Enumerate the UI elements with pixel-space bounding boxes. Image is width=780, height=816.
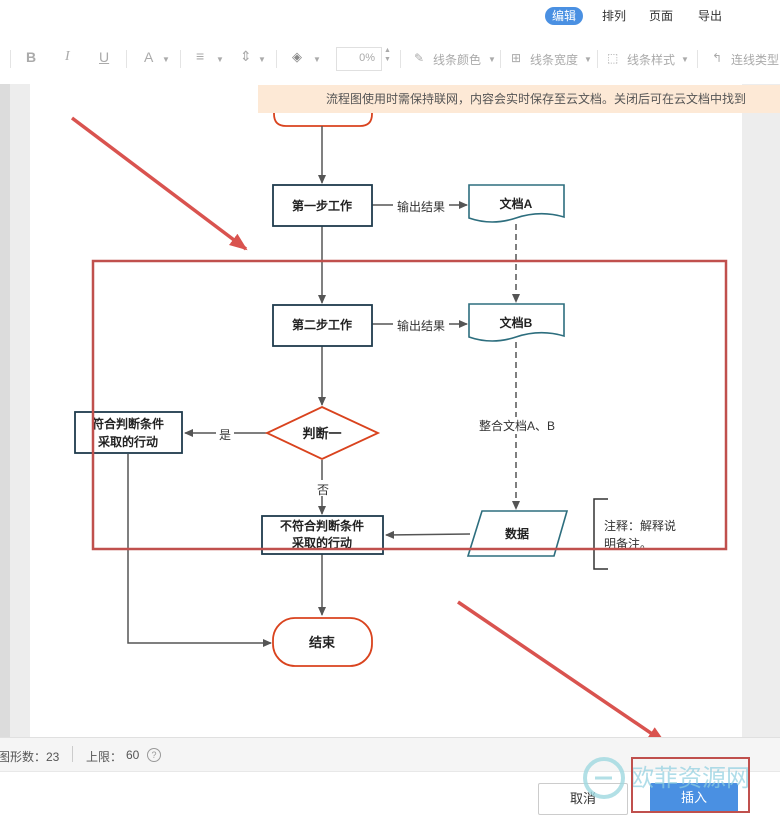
toolbar-divider	[276, 50, 277, 68]
shape-count-text: 图形数：23	[0, 750, 60, 764]
label-bg	[216, 425, 234, 441]
toolbar-divider	[597, 50, 598, 68]
dialog-button-row: 取消 插入	[0, 771, 780, 816]
annotation-arrow	[457, 600, 666, 737]
data-label: 数据	[505, 526, 529, 541]
cloud-save-notice: 流程图使用时需保持联网，内容会实时保存至云文档。关闭后可在云文档中找到	[258, 85, 780, 113]
limit-value: 60	[126, 748, 140, 762]
line-style-button[interactable]: 线条样式	[627, 53, 676, 67]
line-color-button[interactable]: 线条颜色	[433, 53, 482, 67]
process-step-1[interactable]	[272, 184, 373, 227]
not-meets-condition-label-line2: 采取的行动	[291, 535, 352, 550]
chevron-down-icon[interactable]: ▼	[216, 55, 224, 64]
document-b-shape[interactable]	[468, 303, 565, 342]
font-color-button[interactable]: A	[144, 49, 154, 65]
watermark-text: 欧菲资源网	[630, 765, 750, 792]
start-terminal-shape[interactable]	[273, 112, 373, 127]
label-bg	[393, 316, 449, 333]
connector-line[interactable]	[127, 454, 272, 647]
cancel-button[interactable]: 取消	[538, 783, 628, 815]
step-2-label: 第二步工作	[292, 317, 352, 332]
toolbar-divider	[500, 50, 501, 68]
fill-bucket-icon[interactable]: ◈	[292, 49, 302, 64]
step-1-label: 第一步工作	[292, 198, 352, 213]
data-shape[interactable]	[466, 510, 569, 557]
document-a-shape[interactable]	[468, 184, 565, 223]
chevron-down-icon[interactable]: ▼	[258, 55, 266, 64]
annotation-arrow	[70, 116, 248, 251]
label-bg	[314, 480, 332, 496]
chevron-down-icon[interactable]: ▼	[681, 55, 689, 64]
not-meets-condition-label-line1: 不符合判断条件	[280, 518, 364, 533]
toolbar-divider	[697, 50, 698, 68]
merge-docs-label: 整合文档A、B	[479, 418, 555, 433]
not-meets-condition-action[interactable]	[261, 515, 384, 555]
menu-export[interactable]: 导出	[698, 9, 723, 23]
meets-condition-label-line2: 采取的行动	[97, 434, 158, 449]
toolbar-divider	[400, 50, 401, 68]
menu-edit[interactable]: 编辑	[545, 7, 584, 25]
top-menu-bar: 编辑 排列 页面 导出	[0, 0, 780, 34]
decision-diamond[interactable]	[264, 406, 381, 460]
underline-button[interactable]: U	[99, 49, 110, 65]
flowchart-diagram: 输出结果 输出结果 整合文档A、B 是 否 第一步工作 文档A 第二步工作 文档…	[70, 112, 728, 737]
toolbar-divider	[126, 50, 127, 68]
chevron-down-icon[interactable]: ▼	[313, 55, 321, 64]
yes-label: 是	[219, 428, 231, 442]
watermark-logo-icon	[583, 757, 625, 799]
connector-line[interactable]	[385, 530, 471, 539]
chevron-down-icon[interactable]: ▼	[162, 55, 170, 64]
insert-highlight-rectangle	[631, 757, 750, 813]
canvas-left-scroll-edge	[0, 84, 10, 737]
document-b-label: 文档B	[500, 315, 533, 330]
stepper-arrows-icon[interactable]: ▲▼	[384, 47, 391, 63]
toolbar-divider	[180, 50, 181, 68]
status-divider	[72, 746, 73, 762]
canvas-page[interactable]	[30, 84, 742, 737]
output-result-label: 输出结果	[397, 199, 445, 214]
label-bg	[474, 417, 560, 434]
no-label: 否	[317, 483, 329, 497]
highlight-rectangle	[91, 259, 728, 551]
bold-button[interactable]: B	[26, 49, 37, 65]
connector-icon: ↰	[712, 51, 723, 65]
pen-icon: ✎	[414, 51, 425, 65]
italic-button[interactable]: I	[65, 49, 70, 64]
insert-button[interactable]: 插入	[650, 783, 738, 813]
watermark-logo: 欧菲资源网	[583, 757, 750, 799]
decision-label: 判断一	[302, 426, 341, 441]
annotation-line1: 注释：解释说	[604, 518, 676, 533]
opacity-input[interactable]: 0%	[336, 47, 382, 71]
process-step-2[interactable]	[272, 304, 373, 347]
grid-icon: ⊞	[511, 51, 522, 65]
end-label: 结束	[309, 635, 336, 650]
annotation-bracket[interactable]	[593, 498, 608, 570]
menu-arrange[interactable]: 排列	[602, 9, 627, 23]
opacity-value: 0%	[359, 52, 375, 64]
label-bg	[393, 197, 449, 214]
output-result-label: 输出结果	[397, 318, 445, 333]
document-a-label: 文档A	[500, 196, 533, 211]
align-icon[interactable]: ≡	[196, 48, 205, 64]
dashed-box-icon: ⬚	[607, 51, 619, 65]
meets-condition-label-line1: 符合判断条件	[92, 416, 164, 431]
annotation-line2: 明备注。	[604, 536, 652, 551]
format-toolbar: B I U A ▼ ≡ ▼ ⇕ ▼ ◈ ▼ 0% ▲▼ ✎ 线条颜色 ▼ ⊞ 线…	[0, 34, 780, 85]
status-bar: 图形数：23 上限： 60 ?	[0, 737, 780, 772]
end-terminal-shape[interactable]	[272, 617, 373, 667]
connector-type-button[interactable]: 连线类型	[731, 53, 780, 67]
line-width-button[interactable]: 线条宽度	[530, 53, 579, 67]
chevron-down-icon[interactable]: ▼	[488, 55, 496, 64]
menu-page[interactable]: 页面	[649, 9, 674, 23]
toolbar-divider	[10, 50, 11, 68]
line-spacing-icon[interactable]: ⇕	[240, 48, 252, 64]
limit-label: 上限：	[86, 750, 123, 764]
chevron-down-icon[interactable]: ▼	[584, 55, 592, 64]
help-icon[interactable]: ?	[147, 748, 161, 762]
